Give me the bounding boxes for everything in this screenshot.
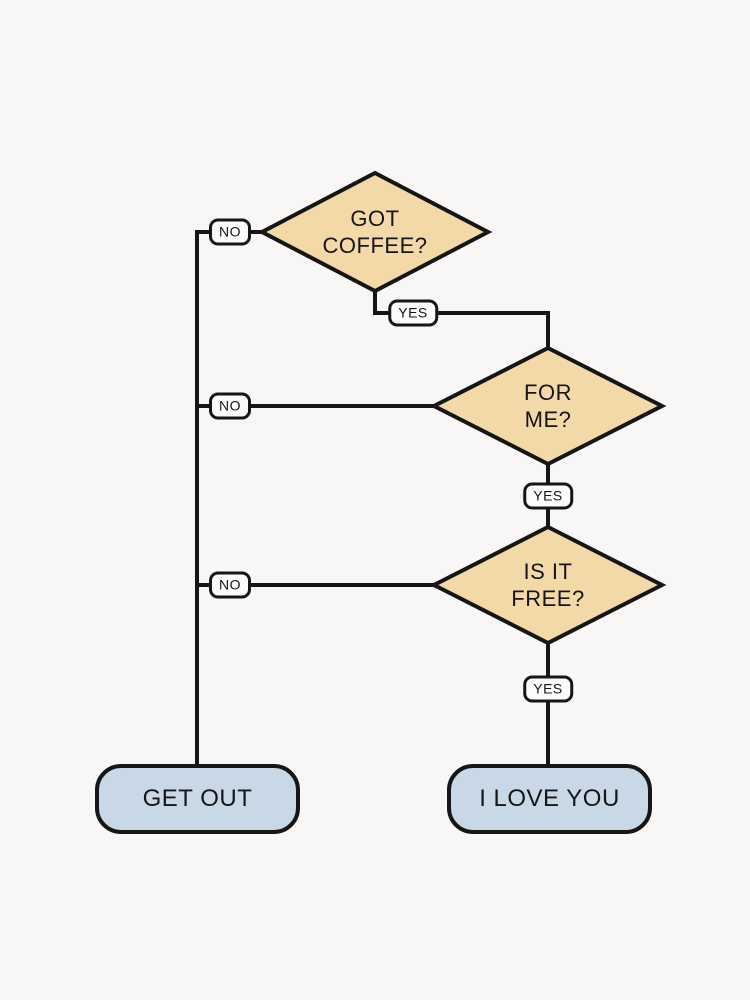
edge-label-yes-got-coffee: YES: [388, 299, 438, 327]
decision-is-it-free: [429, 524, 667, 646]
terminal-get-out: GET OUT: [95, 764, 300, 834]
edge-label-yes-for-me: YES: [523, 482, 573, 510]
decision-for-me: [429, 345, 667, 467]
decision-got-coffee: [257, 170, 493, 294]
connector-no-rail: [195, 230, 262, 764]
edge-label-no-for-me: NO: [209, 392, 251, 420]
edge-label-no-got-coffee: NO: [209, 218, 251, 246]
decision-label-for-me: FOR ME?: [524, 380, 572, 432]
terminal-i-love-you: I LOVE YOU: [447, 764, 652, 834]
edge-label-no-is-it-free: NO: [209, 571, 251, 599]
decision-label-got-coffee: GOT COFFEE?: [322, 206, 428, 258]
edge-label-yes-is-it-free: YES: [523, 675, 573, 703]
decision-label-is-it-free: IS IT FREE?: [511, 559, 585, 611]
connector-yes-got-coffee: [373, 291, 550, 348]
